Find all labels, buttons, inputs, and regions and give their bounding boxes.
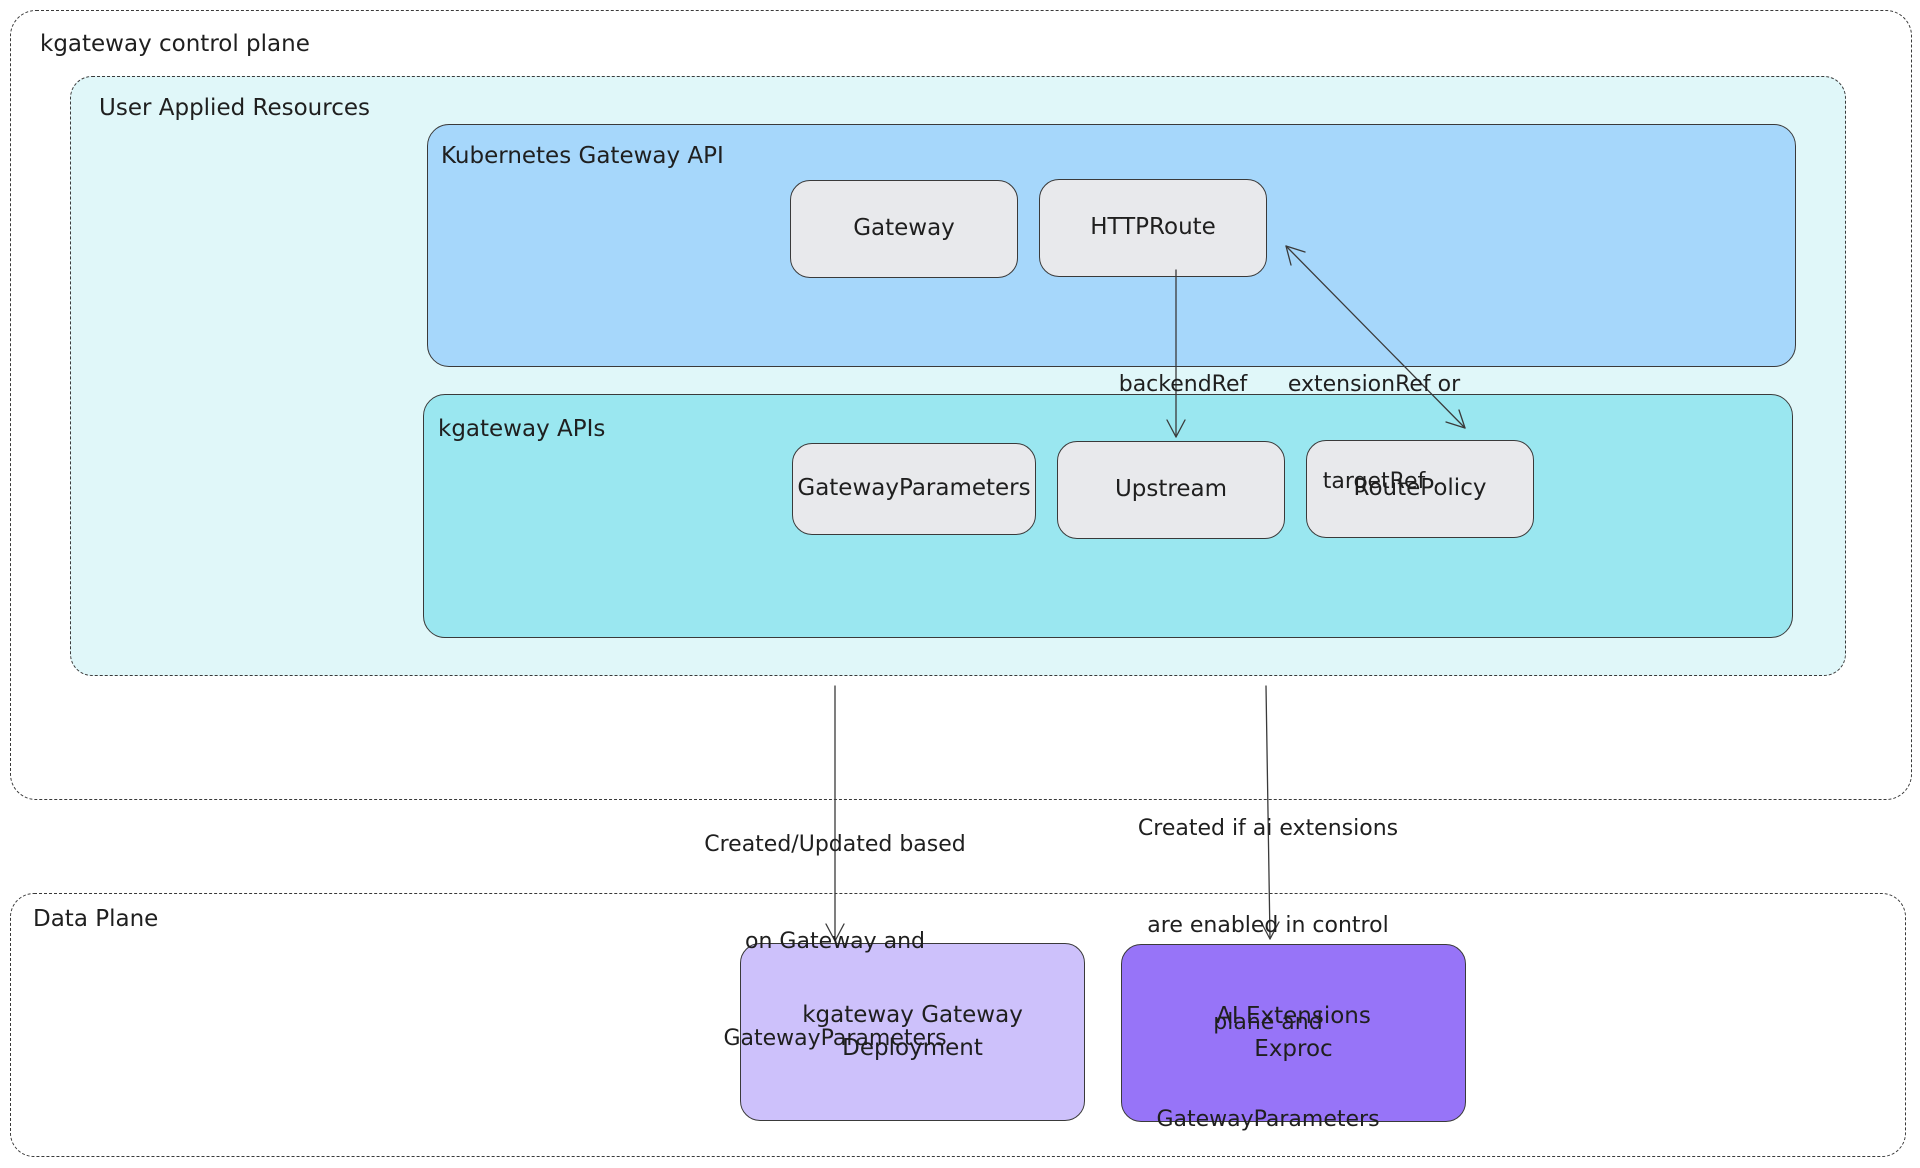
user-applied-resources-title: User Applied Resources <box>99 95 370 121</box>
route-policy-node: RoutePolicy <box>1306 440 1534 538</box>
created-updated-label-line3: GatewayParameters <box>723 1025 947 1051</box>
ai-extensions-label-line1: AI Extensions <box>1216 1002 1371 1029</box>
data-plane-title: Data Plane <box>33 906 159 932</box>
created-updated-label: Created/Updated based on Gateway and Gat… <box>685 764 985 1087</box>
kubernetes-gateway-api-title: Kubernetes Gateway API <box>441 143 724 169</box>
backendref-label: backendRef <box>1076 337 1276 402</box>
gateway-node-label: Gateway <box>853 215 955 242</box>
gateway-deployment-label-line2: Deployment <box>842 1035 983 1061</box>
extensionref-arrowhead-top <box>1285 245 1306 266</box>
extensionref-arrowhead-bottom <box>1445 409 1466 429</box>
extensionref-label-line1: extensionRef or <box>1287 371 1461 397</box>
created-ai-label-line3: plane and <box>1213 1009 1323 1035</box>
extensionref-label: extensionRef or targetRef <box>1250 304 1498 530</box>
created-ai-label-line4: GatewayParameters <box>1156 1106 1380 1132</box>
route-policy-node-label: RoutePolicy <box>1353 475 1487 502</box>
gateway-parameters-node: GatewayParameters <box>792 443 1036 535</box>
control-plane-title: kgateway control plane <box>40 31 310 57</box>
backendref-arrowhead <box>1166 419 1186 438</box>
control-plane-region <box>10 10 1912 800</box>
gateway-node: Gateway <box>790 180 1018 278</box>
upstream-node-label: Upstream <box>1114 476 1228 503</box>
created-updated-arrowhead <box>825 923 845 942</box>
created-ai-label: Created if ai extensions are enabled in … <box>1118 748 1418 1168</box>
ai-extensions-label-line2: Exproc <box>1254 1036 1333 1062</box>
extensionref-edge <box>1285 245 1466 429</box>
httproute-node-label: HTTPRoute <box>1090 214 1216 241</box>
httproute-node: HTTPRoute <box>1039 179 1267 277</box>
data-plane-region <box>10 893 1906 1157</box>
kgateway-apis-title: kgateway APIs <box>438 416 606 442</box>
created-ai-arrowhead <box>1260 921 1280 940</box>
created-ai-label-line2: are enabled in control <box>1147 912 1389 938</box>
gateway-parameters-node-label: GatewayParameters <box>797 475 1031 502</box>
created-updated-label-line2: on Gateway and <box>745 928 925 954</box>
created-ai-label-line1: Created if ai extensions <box>1137 815 1399 841</box>
ai-extensions-node: AI Extensions Exproc <box>1121 944 1466 1122</box>
gateway-deployment-node: kgateway Gateway Deployment <box>740 943 1085 1121</box>
upstream-node: Upstream <box>1057 441 1285 539</box>
created-ai-edge <box>1265 685 1271 940</box>
backendref-label-text: backendRef <box>1118 372 1248 398</box>
created-updated-label-line1: Created/Updated based <box>704 831 966 857</box>
extensionref-label-line2: targetRef <box>1322 468 1426 494</box>
gateway-deployment-label-line1: kgateway Gateway <box>802 1001 1023 1028</box>
